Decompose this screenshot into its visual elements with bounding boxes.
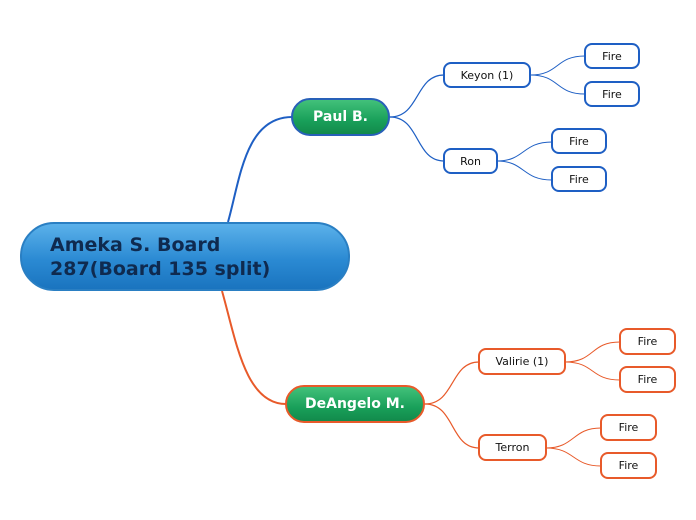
subtopic-terron-label: Terron xyxy=(495,441,530,454)
link-paul-keyon xyxy=(389,74,445,118)
subtopic-ron-label: Ron xyxy=(460,154,481,168)
leaf-keyon-fire-1[interactable]: Fire xyxy=(584,43,640,69)
leaf-valirie-fire-1[interactable]: Fire xyxy=(619,328,676,355)
subtopic-terron[interactable]: Terron xyxy=(478,434,547,461)
link-keyon-fire2 xyxy=(529,74,586,95)
subtopic-ron[interactable]: Ron xyxy=(443,148,498,174)
link-paul-ron xyxy=(389,116,445,162)
leaf-label: Fire xyxy=(618,459,639,472)
topic-deangelo-m[interactable]: DeAngelo M. xyxy=(285,385,425,423)
link-ron-fire1 xyxy=(496,141,553,162)
link-terron-fire2 xyxy=(545,447,602,467)
leaf-terron-fire-1[interactable]: Fire xyxy=(600,414,657,441)
subtopic-valirie-label: Valirie (1) xyxy=(495,355,549,368)
leaf-label: Fire xyxy=(637,335,658,348)
link-deangelo-valirie xyxy=(424,361,480,405)
subtopic-valirie[interactable]: Valirie (1) xyxy=(478,348,566,375)
leaf-ron-fire-1[interactable]: Fire xyxy=(551,128,607,154)
leaf-keyon-fire-2[interactable]: Fire xyxy=(584,81,640,107)
link-terron-fire1 xyxy=(545,427,602,449)
leaf-terron-fire-2[interactable]: Fire xyxy=(600,452,657,479)
link-root-deangelo xyxy=(221,290,287,405)
link-deangelo-terron xyxy=(424,403,480,449)
leaf-ron-fire-2[interactable]: Fire xyxy=(551,166,607,192)
root-line-1: Ameka S. Board xyxy=(50,233,221,256)
leaf-label: Fire xyxy=(618,421,639,434)
topic-paul-b-label: Paul B. xyxy=(313,109,368,125)
link-keyon-fire1 xyxy=(529,55,586,76)
subtopic-keyon-label: Keyon (1) xyxy=(460,68,514,82)
leaf-label: Fire xyxy=(602,49,622,63)
leaf-label: Fire xyxy=(569,172,589,186)
link-valirie-fire1 xyxy=(564,341,621,363)
subtopic-keyon[interactable]: Keyon (1) xyxy=(443,62,531,88)
leaf-label: Fire xyxy=(602,87,622,101)
root-topic[interactable]: Ameka S. Board 287(Board 135 split) xyxy=(20,222,350,291)
leaf-valirie-fire-2[interactable]: Fire xyxy=(619,366,676,393)
leaf-label: Fire xyxy=(569,134,589,148)
topic-paul-b[interactable]: Paul B. xyxy=(291,98,390,136)
root-topic-label: Ameka S. Board 287(Board 135 split) xyxy=(50,233,270,281)
link-ron-fire2 xyxy=(496,160,553,181)
topic-deangelo-m-label: DeAngelo M. xyxy=(305,396,405,412)
root-line-2: 287(Board 135 split) xyxy=(50,257,271,280)
link-root-paul xyxy=(227,116,293,223)
leaf-label: Fire xyxy=(637,373,658,386)
link-valirie-fire2 xyxy=(564,361,621,381)
